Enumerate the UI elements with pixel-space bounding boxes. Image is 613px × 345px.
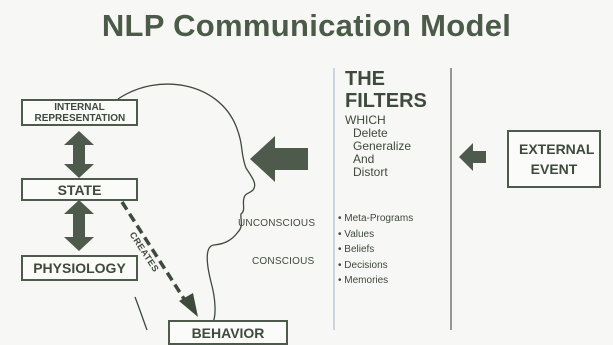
- head-back: [134, 296, 148, 331]
- filters-and: And: [353, 152, 375, 166]
- double-arrow-lower: [64, 200, 94, 251]
- filters-distort: Distort: [353, 165, 388, 179]
- head-profile: [117, 83, 256, 323]
- filters-heading: THE FILTERS: [345, 68, 427, 112]
- physiology-box: PHYSIOLOGY: [21, 255, 138, 281]
- behavior-box: BEHAVIOR: [168, 320, 288, 345]
- internal-representation-box: INTERNAL REPRESENTATION: [21, 99, 138, 126]
- filters-generalize: Generalize: [353, 139, 412, 153]
- filter-item-memories: Memories: [338, 273, 413, 289]
- event-to-filters-arrow: [459, 143, 486, 171]
- double-arrow-upper: [64, 131, 94, 178]
- filters-which: WHICH: [345, 113, 386, 127]
- external-event-label: EXTERNAL EVENT: [519, 141, 595, 177]
- physiology-label: PHYSIOLOGY: [33, 260, 126, 276]
- state-label: STATE: [57, 181, 102, 198]
- filters-delete: Delete: [353, 126, 388, 140]
- filter-item-meta-programs: Meta-Programs: [338, 211, 413, 227]
- filter-item-values: Values: [338, 227, 413, 243]
- filter-items-list: Meta-Programs Values Beliefs Decisions M…: [338, 211, 413, 289]
- filters-heading-line1: THE: [345, 68, 385, 90]
- behavior-label: BEHAVIOR: [191, 324, 265, 341]
- unconscious-label: UNCONSCIOUS: [238, 218, 316, 229]
- filters-description: WHICH Delete Generalize And Distort: [345, 114, 411, 179]
- filters-to-head-arrow: [250, 136, 308, 182]
- conscious-label: CONSCIOUS: [252, 256, 315, 267]
- state-box: STATE: [21, 178, 138, 201]
- diagram-title: NLP Communication Model: [101, 8, 512, 43]
- filter-item-beliefs: Beliefs: [338, 242, 413, 258]
- creates-arrow-head: [179, 293, 198, 317]
- internal-representation-label: INTERNAL REPRESENTATION: [34, 101, 126, 124]
- external-event-box: EXTERNAL EVENT: [507, 130, 601, 188]
- filter-item-decisions: Decisions: [338, 258, 413, 274]
- creates-arrow-line: [120, 201, 188, 303]
- filters-heading-line2: FILTERS: [345, 90, 427, 112]
